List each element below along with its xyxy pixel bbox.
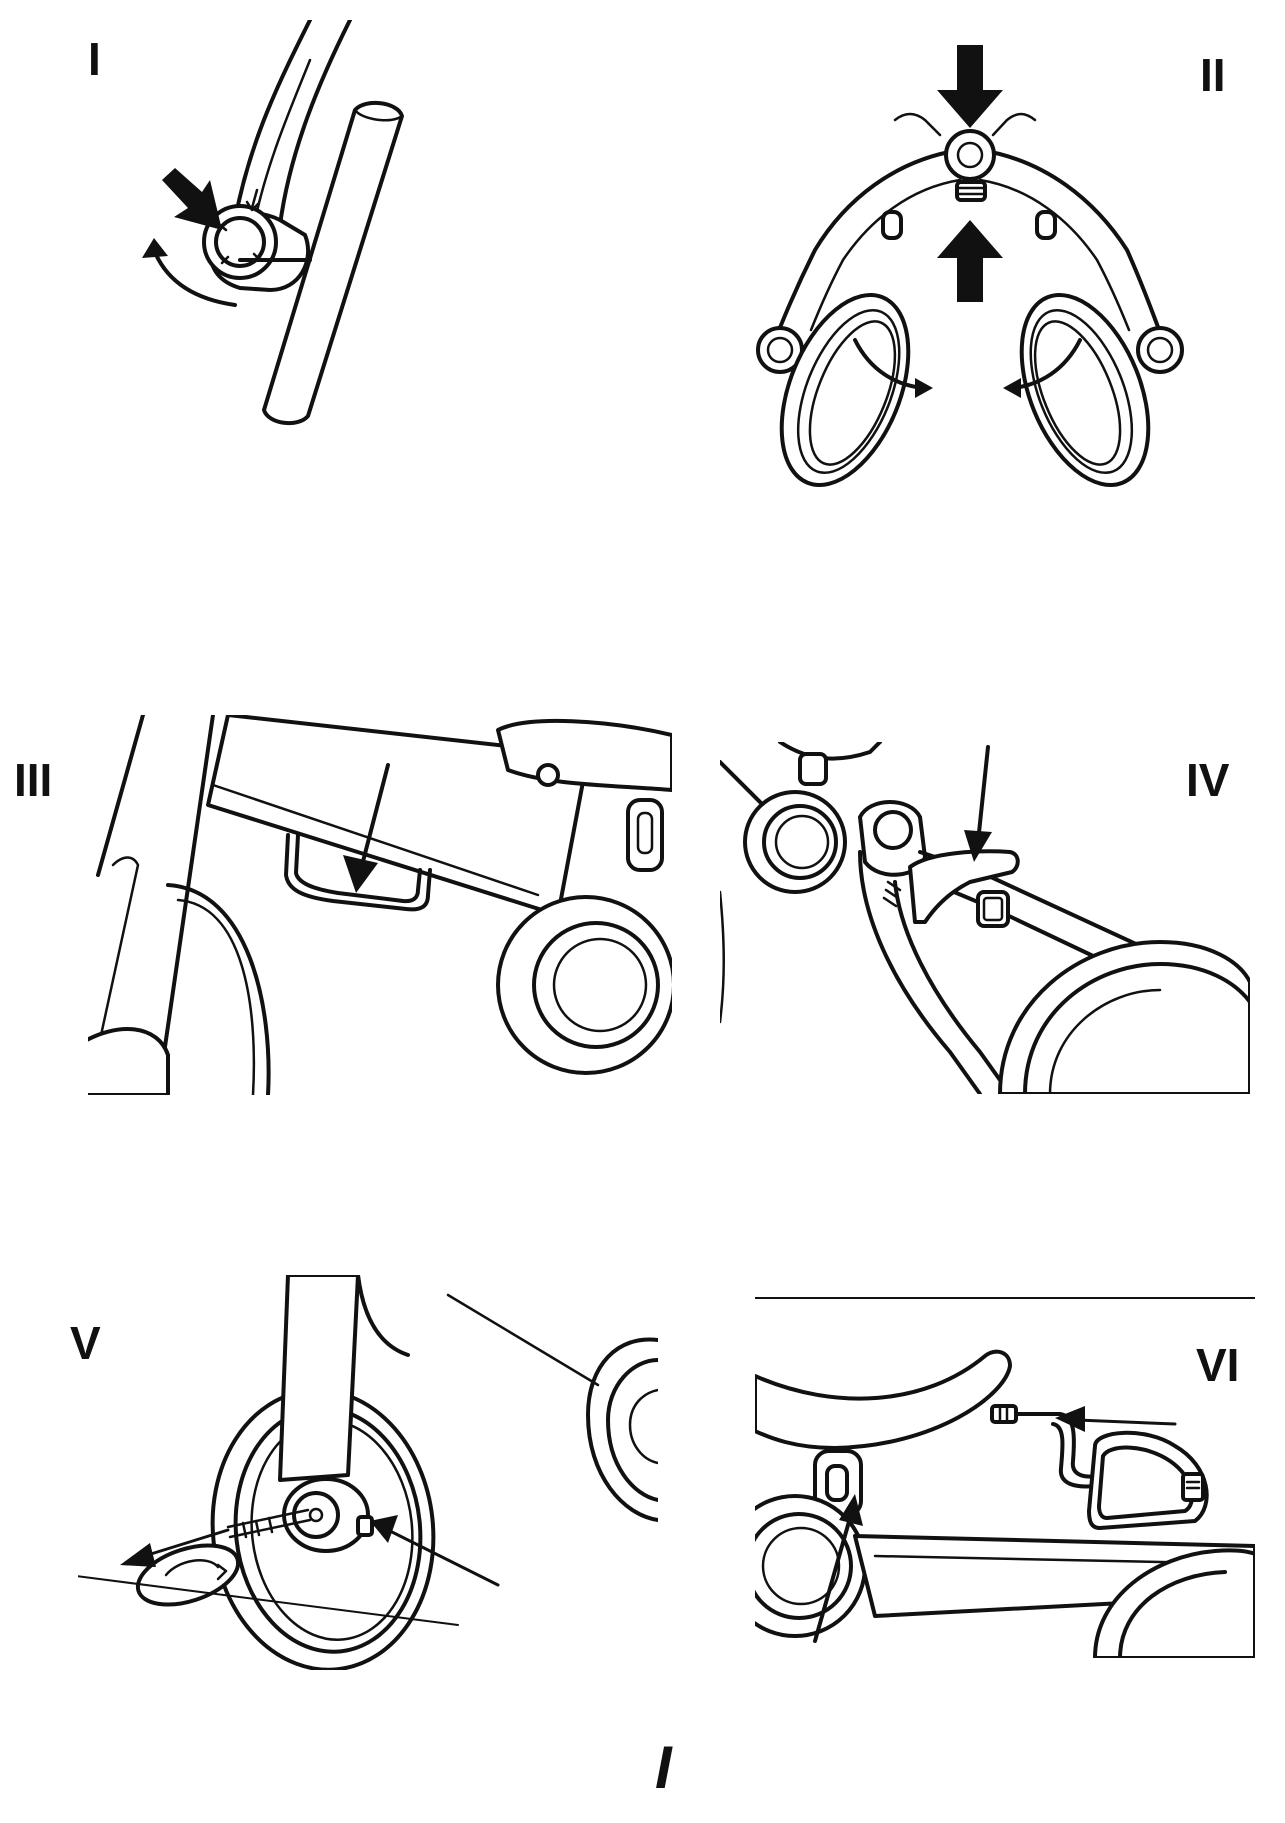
step-6-illustration	[755, 1297, 1255, 1658]
step-6-panel	[755, 1296, 1255, 1658]
step-3-illustration	[88, 715, 672, 1095]
step-4-illustration	[720, 742, 1250, 1094]
step-2-panel	[735, 40, 1195, 510]
page-mark: I	[655, 1734, 672, 1801]
step-2-label: II	[1200, 49, 1226, 101]
step-5-label: V	[70, 1317, 101, 1369]
step-6-label: VI	[1196, 1339, 1240, 1391]
step-3-label: III	[14, 754, 53, 806]
step-4-panel	[720, 742, 1250, 1094]
step-5-panel	[78, 1275, 658, 1670]
step-2-illustration	[756, 45, 1184, 487]
step-1-label: I	[88, 33, 101, 85]
step-1-illustration	[142, 20, 404, 426]
step-3-panel	[88, 715, 672, 1095]
step-1-panel	[140, 20, 500, 500]
step-5-illustration	[78, 1275, 658, 1670]
step-4-label: IV	[1186, 754, 1230, 806]
